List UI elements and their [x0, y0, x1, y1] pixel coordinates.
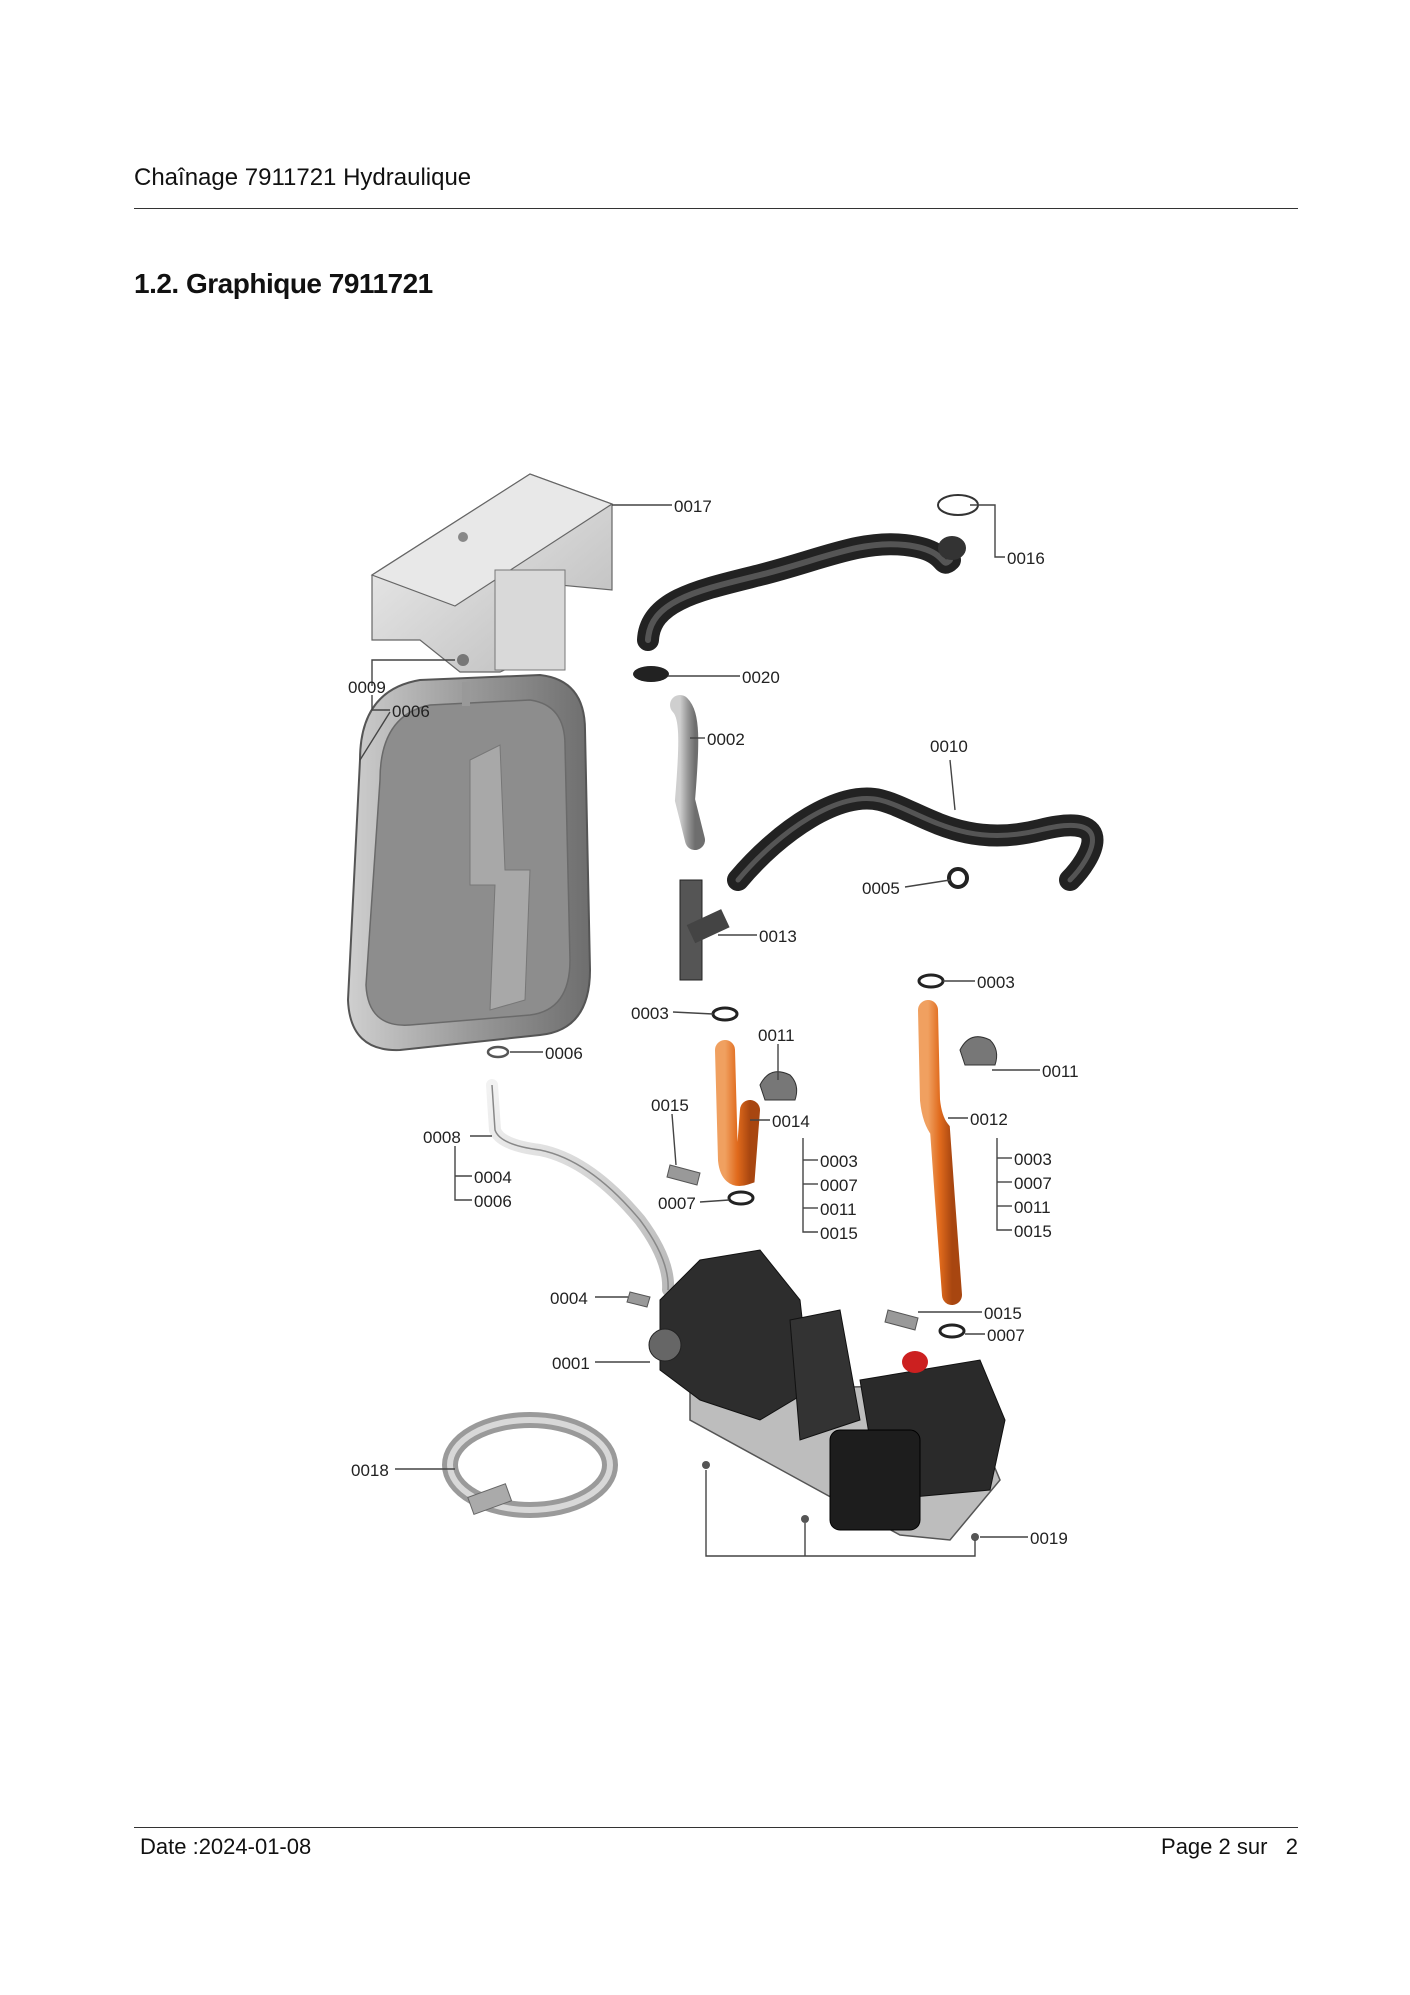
part-o-ring	[917, 973, 945, 989]
part-bypass-tube-outline	[491, 1084, 669, 1291]
callout-0003: 0003	[1014, 1150, 1052, 1169]
callout-0015: 0015	[1014, 1222, 1052, 1241]
callout-0009: 0009	[348, 678, 386, 697]
callout-0014: 0014	[772, 1112, 810, 1131]
part-screw	[801, 1515, 809, 1523]
header-divider	[134, 208, 1298, 209]
callout-0011: 0011	[758, 1026, 795, 1045]
part-hydraulic-block	[648, 1249, 1006, 1541]
part-screw	[702, 1461, 710, 1469]
callout-0007: 0007	[1014, 1174, 1052, 1193]
callout-0013: 0013	[759, 927, 797, 946]
part-copper-pipe-long	[918, 1000, 962, 1305]
callout-0012: 0012	[970, 1110, 1008, 1129]
callout-0003: 0003	[631, 1004, 669, 1023]
callout-0015: 0015	[651, 1096, 689, 1115]
part-bypass-tube	[486, 1079, 675, 1296]
part-hose-clamp	[947, 867, 969, 889]
callout-0016: 0016	[1007, 549, 1045, 568]
callout-0008: 0008	[423, 1128, 461, 1147]
part-clip	[633, 666, 669, 682]
callout-0007: 0007	[820, 1176, 858, 1195]
callout-0006: 0006	[545, 1044, 583, 1063]
callout-0001: 0001	[552, 1354, 590, 1373]
part-expansion-vessel	[346, 654, 592, 1052]
callout-0004: 0004	[474, 1168, 512, 1187]
part-clip-small	[759, 1071, 798, 1101]
part-hose-lower	[727, 787, 1104, 891]
part-screw	[971, 1533, 979, 1541]
document-header-title: Chaînage 7911721 Hydraulique	[134, 164, 472, 191]
part-clip-small	[959, 1036, 998, 1066]
callout-0002: 0002	[707, 730, 745, 749]
part-o-ring	[938, 1323, 966, 1339]
callout-0006: 0006	[474, 1192, 512, 1211]
callout-0011: 0011	[1014, 1198, 1051, 1217]
callout-0015: 0015	[820, 1224, 858, 1243]
part-o-ring	[486, 1045, 510, 1059]
part-tee-fitting	[679, 879, 730, 981]
callout-0019: 0019	[1030, 1529, 1068, 1548]
callout-0005: 0005	[862, 879, 900, 898]
part-coiled-hose	[442, 1412, 618, 1518]
part-o-ring	[711, 1006, 739, 1022]
part-copper-pipe-short	[715, 1040, 760, 1186]
footer-divider	[134, 1827, 1298, 1828]
part-spring-clip	[884, 1309, 919, 1331]
callout-0004: 0004	[550, 1289, 588, 1308]
part-hose-upper	[637, 494, 979, 651]
callout-0011: 0011	[820, 1200, 857, 1219]
callout-0010: 0010	[930, 737, 968, 756]
part-twin-pipe	[634, 695, 705, 941]
leader-lines	[359, 504, 1040, 1557]
callout-0007: 0007	[987, 1326, 1025, 1345]
footer-date: Date :2024-01-08	[140, 1834, 312, 1859]
callout-0015: 0015	[984, 1304, 1022, 1323]
callout-0006: 0006	[392, 702, 430, 721]
callout-0017: 0017	[674, 497, 712, 516]
callout-0007: 0007	[658, 1194, 696, 1213]
callout-0011: 0011	[1042, 1062, 1079, 1081]
part-bracket	[370, 473, 614, 673]
part-o-ring	[727, 1190, 755, 1206]
footer-page-number: Page 2 sur 2	[1161, 1834, 1298, 1859]
part-spring-clip	[666, 1164, 701, 1186]
callout-0003: 0003	[977, 973, 1015, 992]
part-spring-clip	[626, 1291, 651, 1308]
callout-0020: 0020	[742, 668, 780, 687]
callout-0018: 0018	[351, 1461, 389, 1480]
section-title: 1.2. Graphique 7911721	[134, 268, 433, 299]
callout-0003: 0003	[820, 1152, 858, 1171]
